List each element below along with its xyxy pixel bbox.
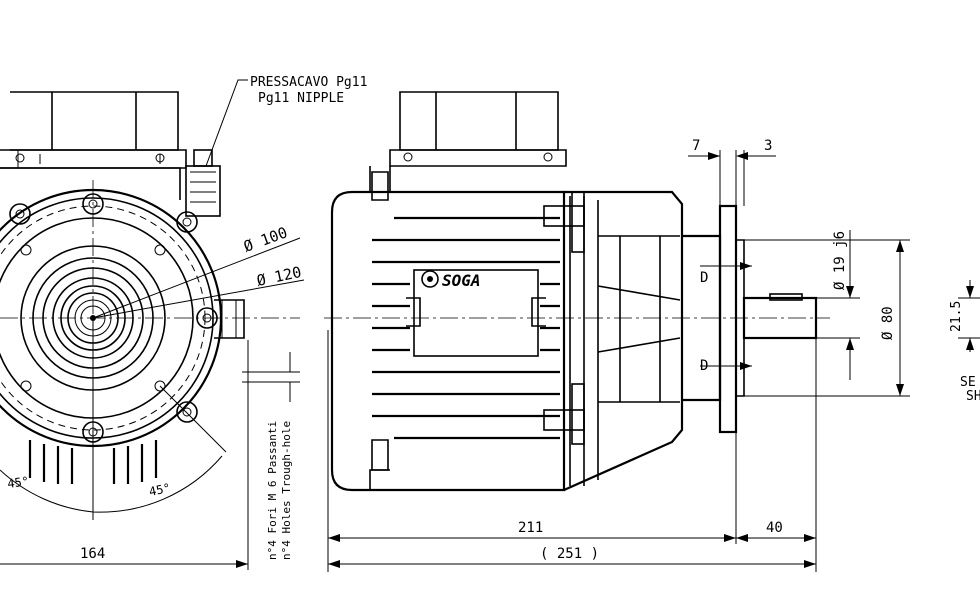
angle-left-label: 45°	[6, 474, 29, 491]
soga-logo: SOGA	[421, 270, 481, 290]
shaft-section-view: 21.5 SE SH	[949, 280, 980, 404]
mounting-flange	[718, 204, 738, 434]
front-view: 45° 45° Ø 100 Ø 120 PRESSACAVO Pg11 Pg11…	[0, 75, 367, 570]
section-se-label: SE	[960, 375, 976, 390]
diam-80-label: Ø 80	[880, 306, 896, 340]
cooling-fins-front	[28, 440, 158, 484]
diam-19-label: Ø 19 j6	[832, 231, 848, 290]
name-plate	[413, 269, 539, 357]
dim-164-label: 164	[80, 546, 105, 562]
dim-d-bottom-label: D	[700, 358, 708, 374]
dim-40-label: 40	[766, 520, 783, 536]
cable-gland	[185, 149, 221, 217]
dim-251-label: ( 251 )	[540, 546, 599, 562]
holes-it-label: n°4 Fori M 6 Passanti	[266, 421, 279, 560]
dim-d-top-label: D	[700, 270, 708, 286]
dim-21-5-label: 21.5	[949, 301, 964, 332]
cable-gland-en-label: Pg11 NIPPLE	[258, 91, 344, 106]
cooling-fins-side	[372, 216, 560, 440]
dim-7-label: 7	[692, 138, 700, 154]
cable-gland-it-label: PRESSACAVO Pg11	[250, 75, 367, 90]
brand-label: SOGA	[442, 271, 481, 290]
angle-right-label: 45°	[148, 481, 172, 499]
holes-en-label: n°4 Holes Trough-hole	[280, 421, 293, 560]
diam-120-label: Ø 120	[255, 263, 303, 290]
section-sh-label: SH	[966, 389, 980, 404]
dim-3-label: 3	[764, 138, 772, 154]
side-view: SOGA D D 7 3	[324, 91, 910, 572]
dim-211-label: 211	[518, 520, 543, 536]
